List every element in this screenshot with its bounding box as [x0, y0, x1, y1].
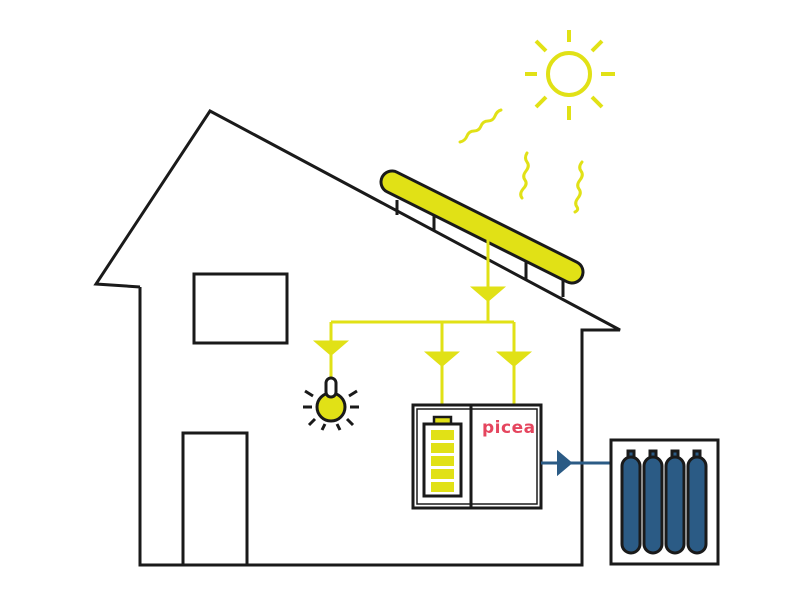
battery-cells	[431, 430, 454, 492]
flow-arrow-icon	[495, 351, 533, 367]
power-arrows	[312, 286, 533, 367]
battery-icon	[422, 415, 463, 498]
hydrogen-cylinders	[620, 449, 708, 555]
picea-brand-label: picea	[482, 418, 536, 438]
flow-arrow-icon	[557, 449, 573, 477]
bulb-glow-rays	[303, 389, 359, 431]
sun-ray-icon	[519, 151, 530, 200]
sun-ray-icon	[458, 108, 503, 144]
solar-panel	[379, 169, 585, 297]
house-window	[192, 272, 289, 345]
hydrogen-cylinder-icon	[664, 449, 686, 555]
solar-panel-fill	[382, 172, 582, 282]
hydrogen-cylinder-icon	[642, 449, 664, 555]
house-door	[181, 431, 249, 567]
power-wiring	[329, 240, 516, 405]
sun-rays	[458, 108, 584, 214]
light-bulb-icon	[303, 376, 359, 431]
picea-inner-frame	[416, 408, 538, 505]
flow-arrow-icon	[312, 340, 350, 356]
sun-icon	[525, 30, 615, 120]
flow-arrow-icon	[469, 286, 507, 302]
hydrogen-connection	[541, 449, 611, 477]
picea-unit: picea	[411, 403, 543, 510]
hydrogen-cylinder-icon	[620, 449, 642, 555]
flow-arrow-icon	[423, 351, 461, 367]
house	[93, 109, 621, 567]
sun-ray-icon	[573, 160, 584, 214]
hydrogen-cylinder-icon	[686, 449, 708, 555]
hydrogen-storage	[609, 438, 720, 566]
